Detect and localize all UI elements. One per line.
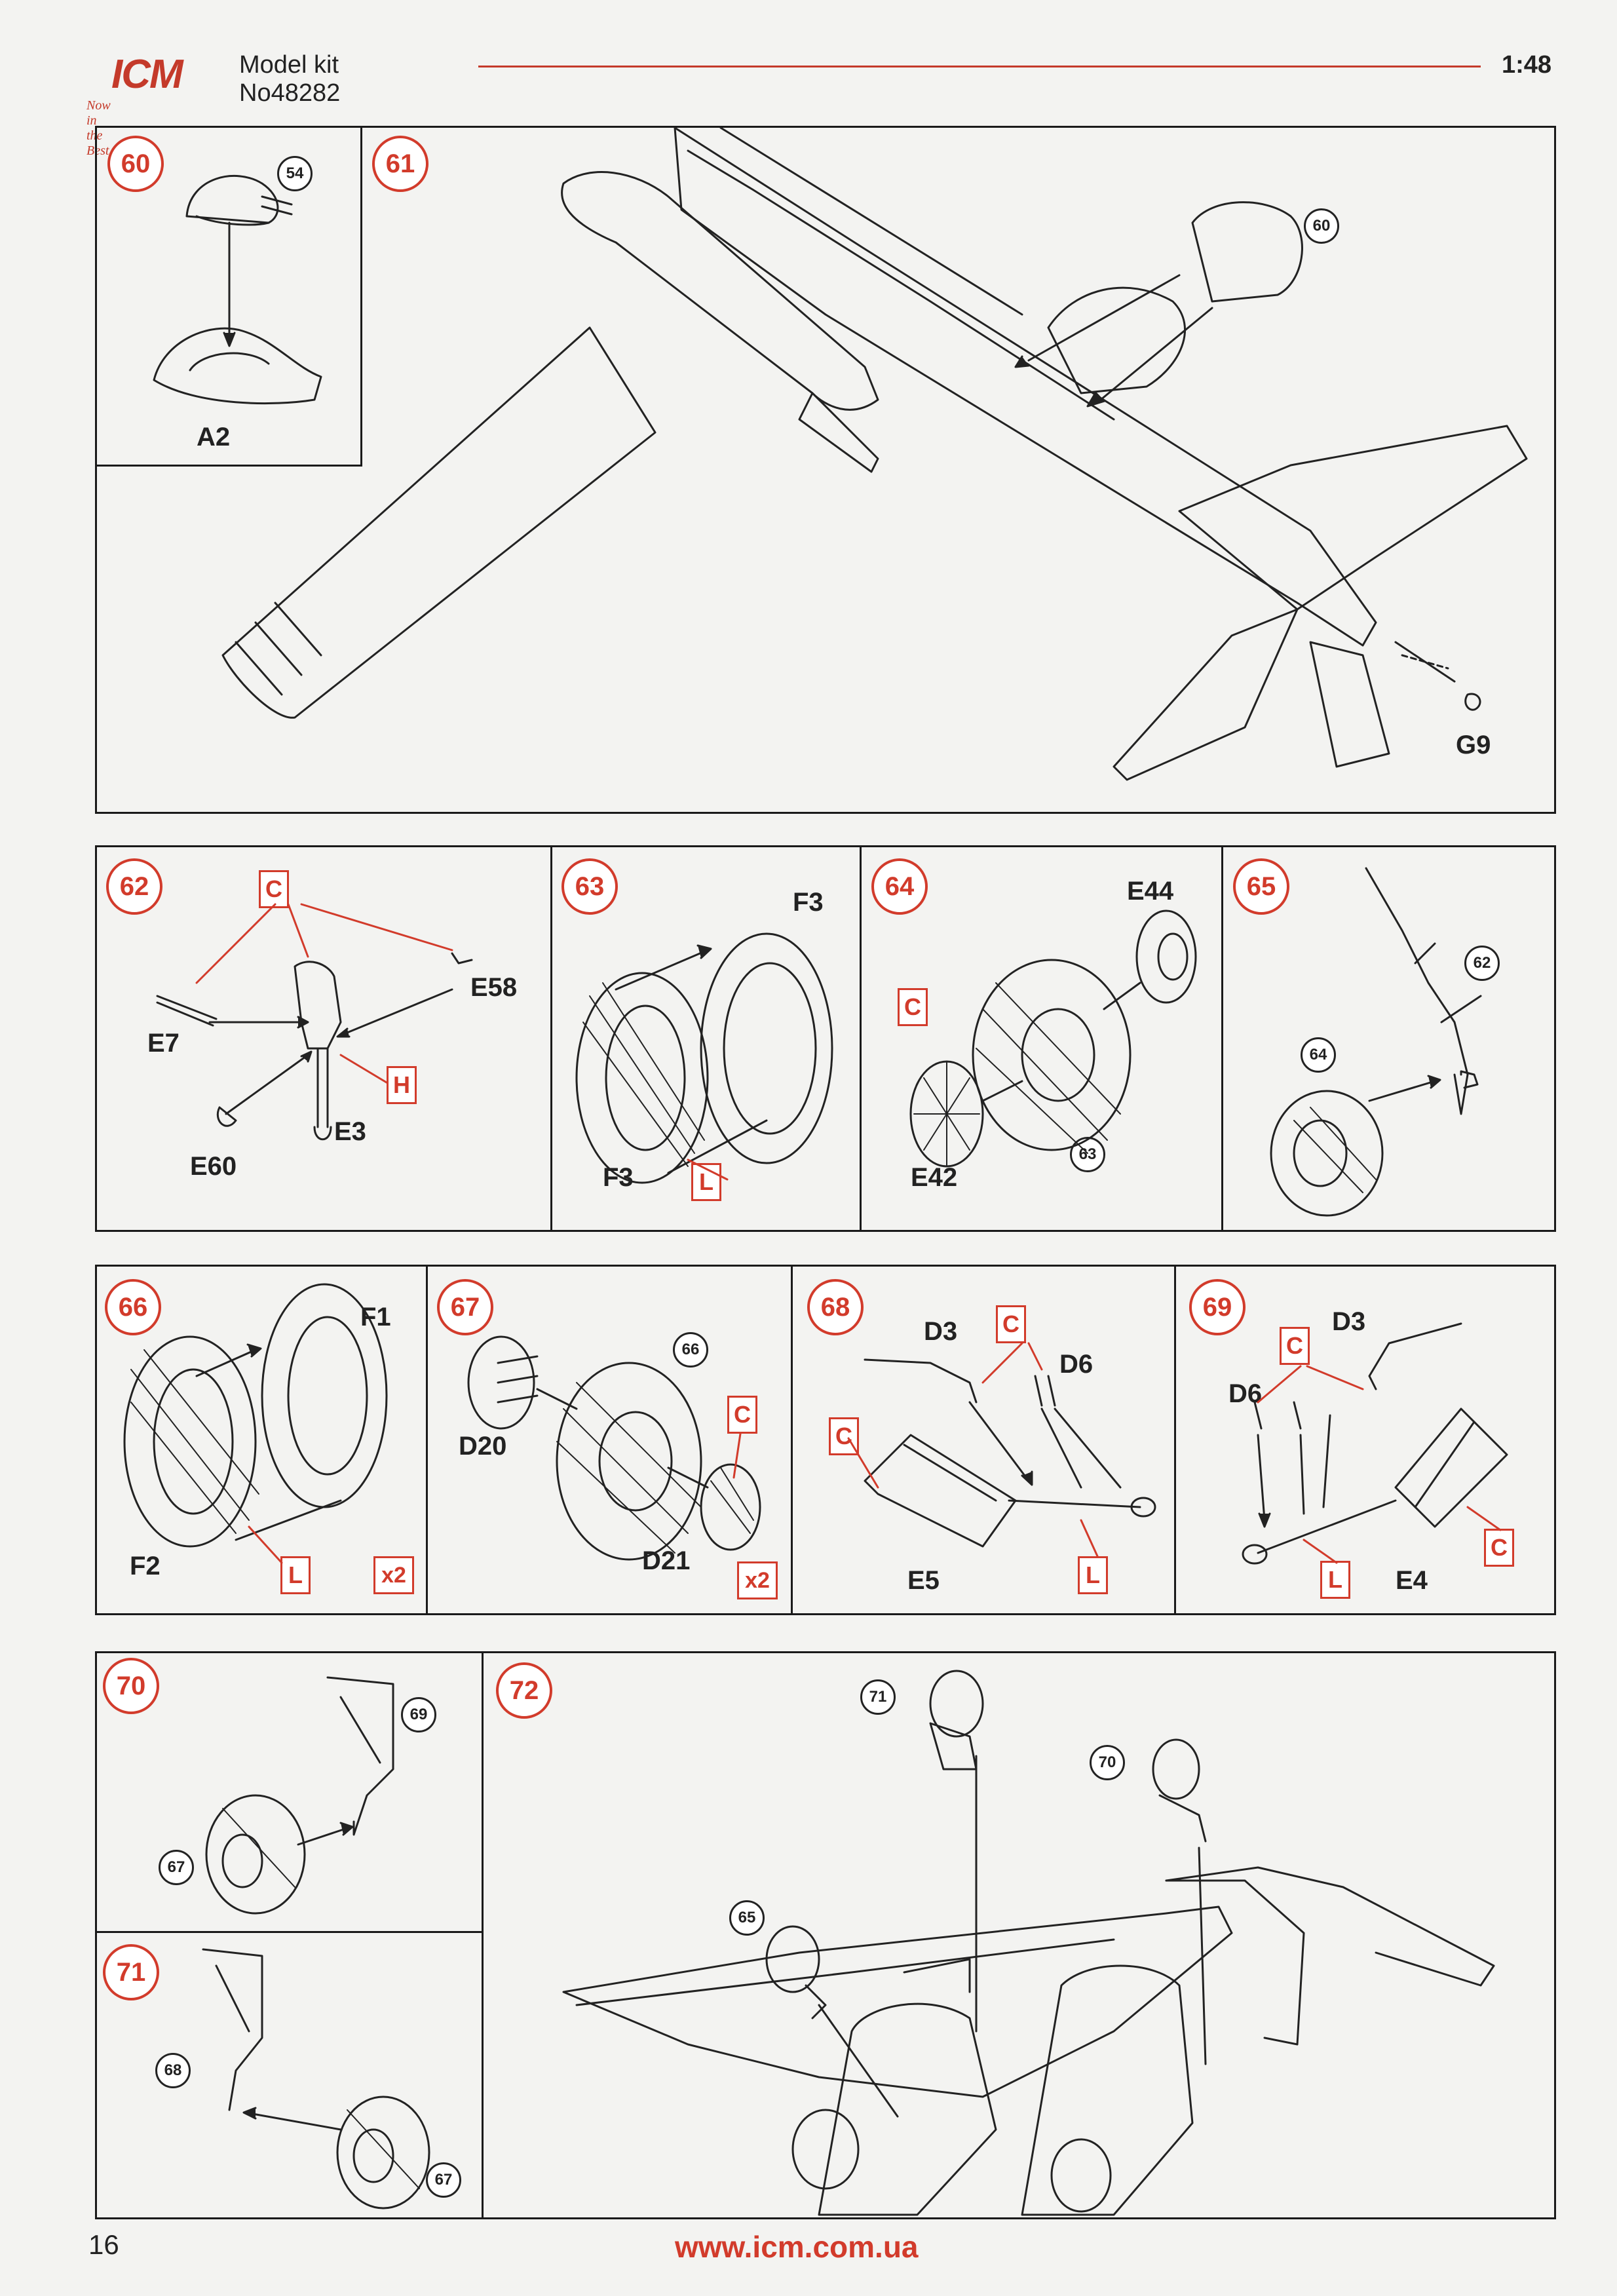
step-69-tag-c2: C [1484, 1529, 1514, 1567]
part-d20: D20 [459, 1432, 507, 1461]
step-62-badge: 62 [106, 858, 162, 915]
logo-tagline: Now in the Best [86, 98, 111, 158]
icm-logo: ICM [111, 52, 183, 97]
step-60-ref-54: 54 [277, 156, 313, 191]
step-67-tag-c: C [727, 1396, 757, 1434]
tires-63-drawing [575, 932, 833, 1184]
wheel-67-drawing [467, 1335, 761, 1561]
page-number: 16 [88, 2229, 119, 2260]
step-61-badge: 61 [372, 136, 428, 192]
step-65-panel [1221, 845, 1556, 1232]
strut-68-drawing [847, 1342, 1156, 1558]
strut-69-drawing [1242, 1322, 1508, 1565]
part-e60: E60 [190, 1152, 237, 1181]
part-e5: E5 [907, 1566, 940, 1595]
part-e42: E42 [911, 1163, 958, 1192]
step-70-ref-67: 67 [159, 1850, 194, 1885]
step-72-panel [482, 1651, 1556, 2219]
part-e3: E3 [334, 1117, 366, 1146]
step-69-tag-c1: C [1280, 1327, 1310, 1365]
step-62-tag-h: H [387, 1066, 417, 1104]
part-d3-69: D3 [1332, 1307, 1366, 1336]
part-e58: E58 [470, 973, 518, 1002]
page-title: Model kit No48282 [239, 51, 341, 107]
aircraft-underside-drawing [221, 126, 1528, 781]
step-67-qty: x2 [737, 1561, 778, 1599]
part-e44: E44 [1127, 877, 1174, 906]
step-70-ref-69: 69 [401, 1697, 436, 1732]
part-e7: E7 [147, 1029, 180, 1058]
assembly-70-drawing [205, 1676, 394, 1915]
part-d6-69: D6 [1228, 1379, 1263, 1408]
step-65-ref-64: 64 [1301, 1037, 1336, 1073]
part-d21: D21 [642, 1546, 691, 1575]
wheel-64-drawing [909, 909, 1197, 1168]
part-e4: E4 [1396, 1566, 1428, 1595]
strut-62-drawing [156, 903, 473, 1141]
step-65-badge: 65 [1233, 858, 1289, 915]
assembly-72-drawing [562, 1670, 1495, 2216]
step-69-panel [1174, 1265, 1556, 1615]
part-d3-68: D3 [924, 1317, 958, 1346]
step-61-panel [95, 126, 1556, 814]
header-divider [478, 66, 1481, 67]
assembly-71-drawing [202, 1948, 430, 2210]
step-65-ref-62: 62 [1464, 946, 1500, 981]
step-61-ref-60: 60 [1304, 208, 1339, 244]
step-69-tag-l: L [1320, 1561, 1350, 1599]
scale-label: 1:48 [1502, 51, 1552, 79]
step-68-badge: 68 [807, 1279, 864, 1335]
step-72-ref-70: 70 [1090, 1745, 1125, 1780]
step-72-ref-65: 65 [729, 1900, 765, 1936]
part-g9: G9 [1456, 731, 1491, 759]
part-f1: F1 [360, 1303, 391, 1331]
step-63-badge: 63 [561, 858, 618, 915]
step-71-badge: 71 [103, 1944, 159, 2000]
part-d6-68: D6 [1059, 1350, 1094, 1379]
step-72-badge: 72 [496, 1662, 552, 1719]
step-69-badge: 69 [1189, 1279, 1246, 1335]
step-66-badge: 66 [105, 1279, 161, 1335]
step-70-badge: 70 [103, 1658, 159, 1714]
step-72-ref-71: 71 [860, 1679, 896, 1715]
step-64-tag-c: C [898, 988, 928, 1026]
step-66-qty: x2 [373, 1556, 414, 1594]
step-60-badge: 60 [107, 136, 164, 192]
tires-66-drawing [123, 1283, 388, 1564]
step-68-tag-l: L [1078, 1556, 1108, 1594]
step-66-tag-l: L [280, 1556, 311, 1594]
step-67-ref-66: 66 [673, 1332, 708, 1368]
part-a2: A2 [197, 423, 231, 451]
step-62-tag-c: C [259, 870, 289, 908]
turret-drawing [153, 174, 322, 405]
step-71-ref-68: 68 [155, 2053, 191, 2088]
step-71-ref-67: 67 [426, 2162, 461, 2198]
step-64-badge: 64 [871, 858, 928, 915]
step-67-badge: 67 [437, 1279, 493, 1335]
step-60-panel [95, 126, 362, 467]
part-f3-top: F3 [793, 888, 824, 917]
leg-65-drawing [1270, 867, 1482, 1217]
part-f2: F2 [130, 1552, 161, 1580]
footer-url[interactable]: www.icm.com.ua [675, 2230, 919, 2264]
step-68-tag-c1: C [996, 1305, 1026, 1343]
